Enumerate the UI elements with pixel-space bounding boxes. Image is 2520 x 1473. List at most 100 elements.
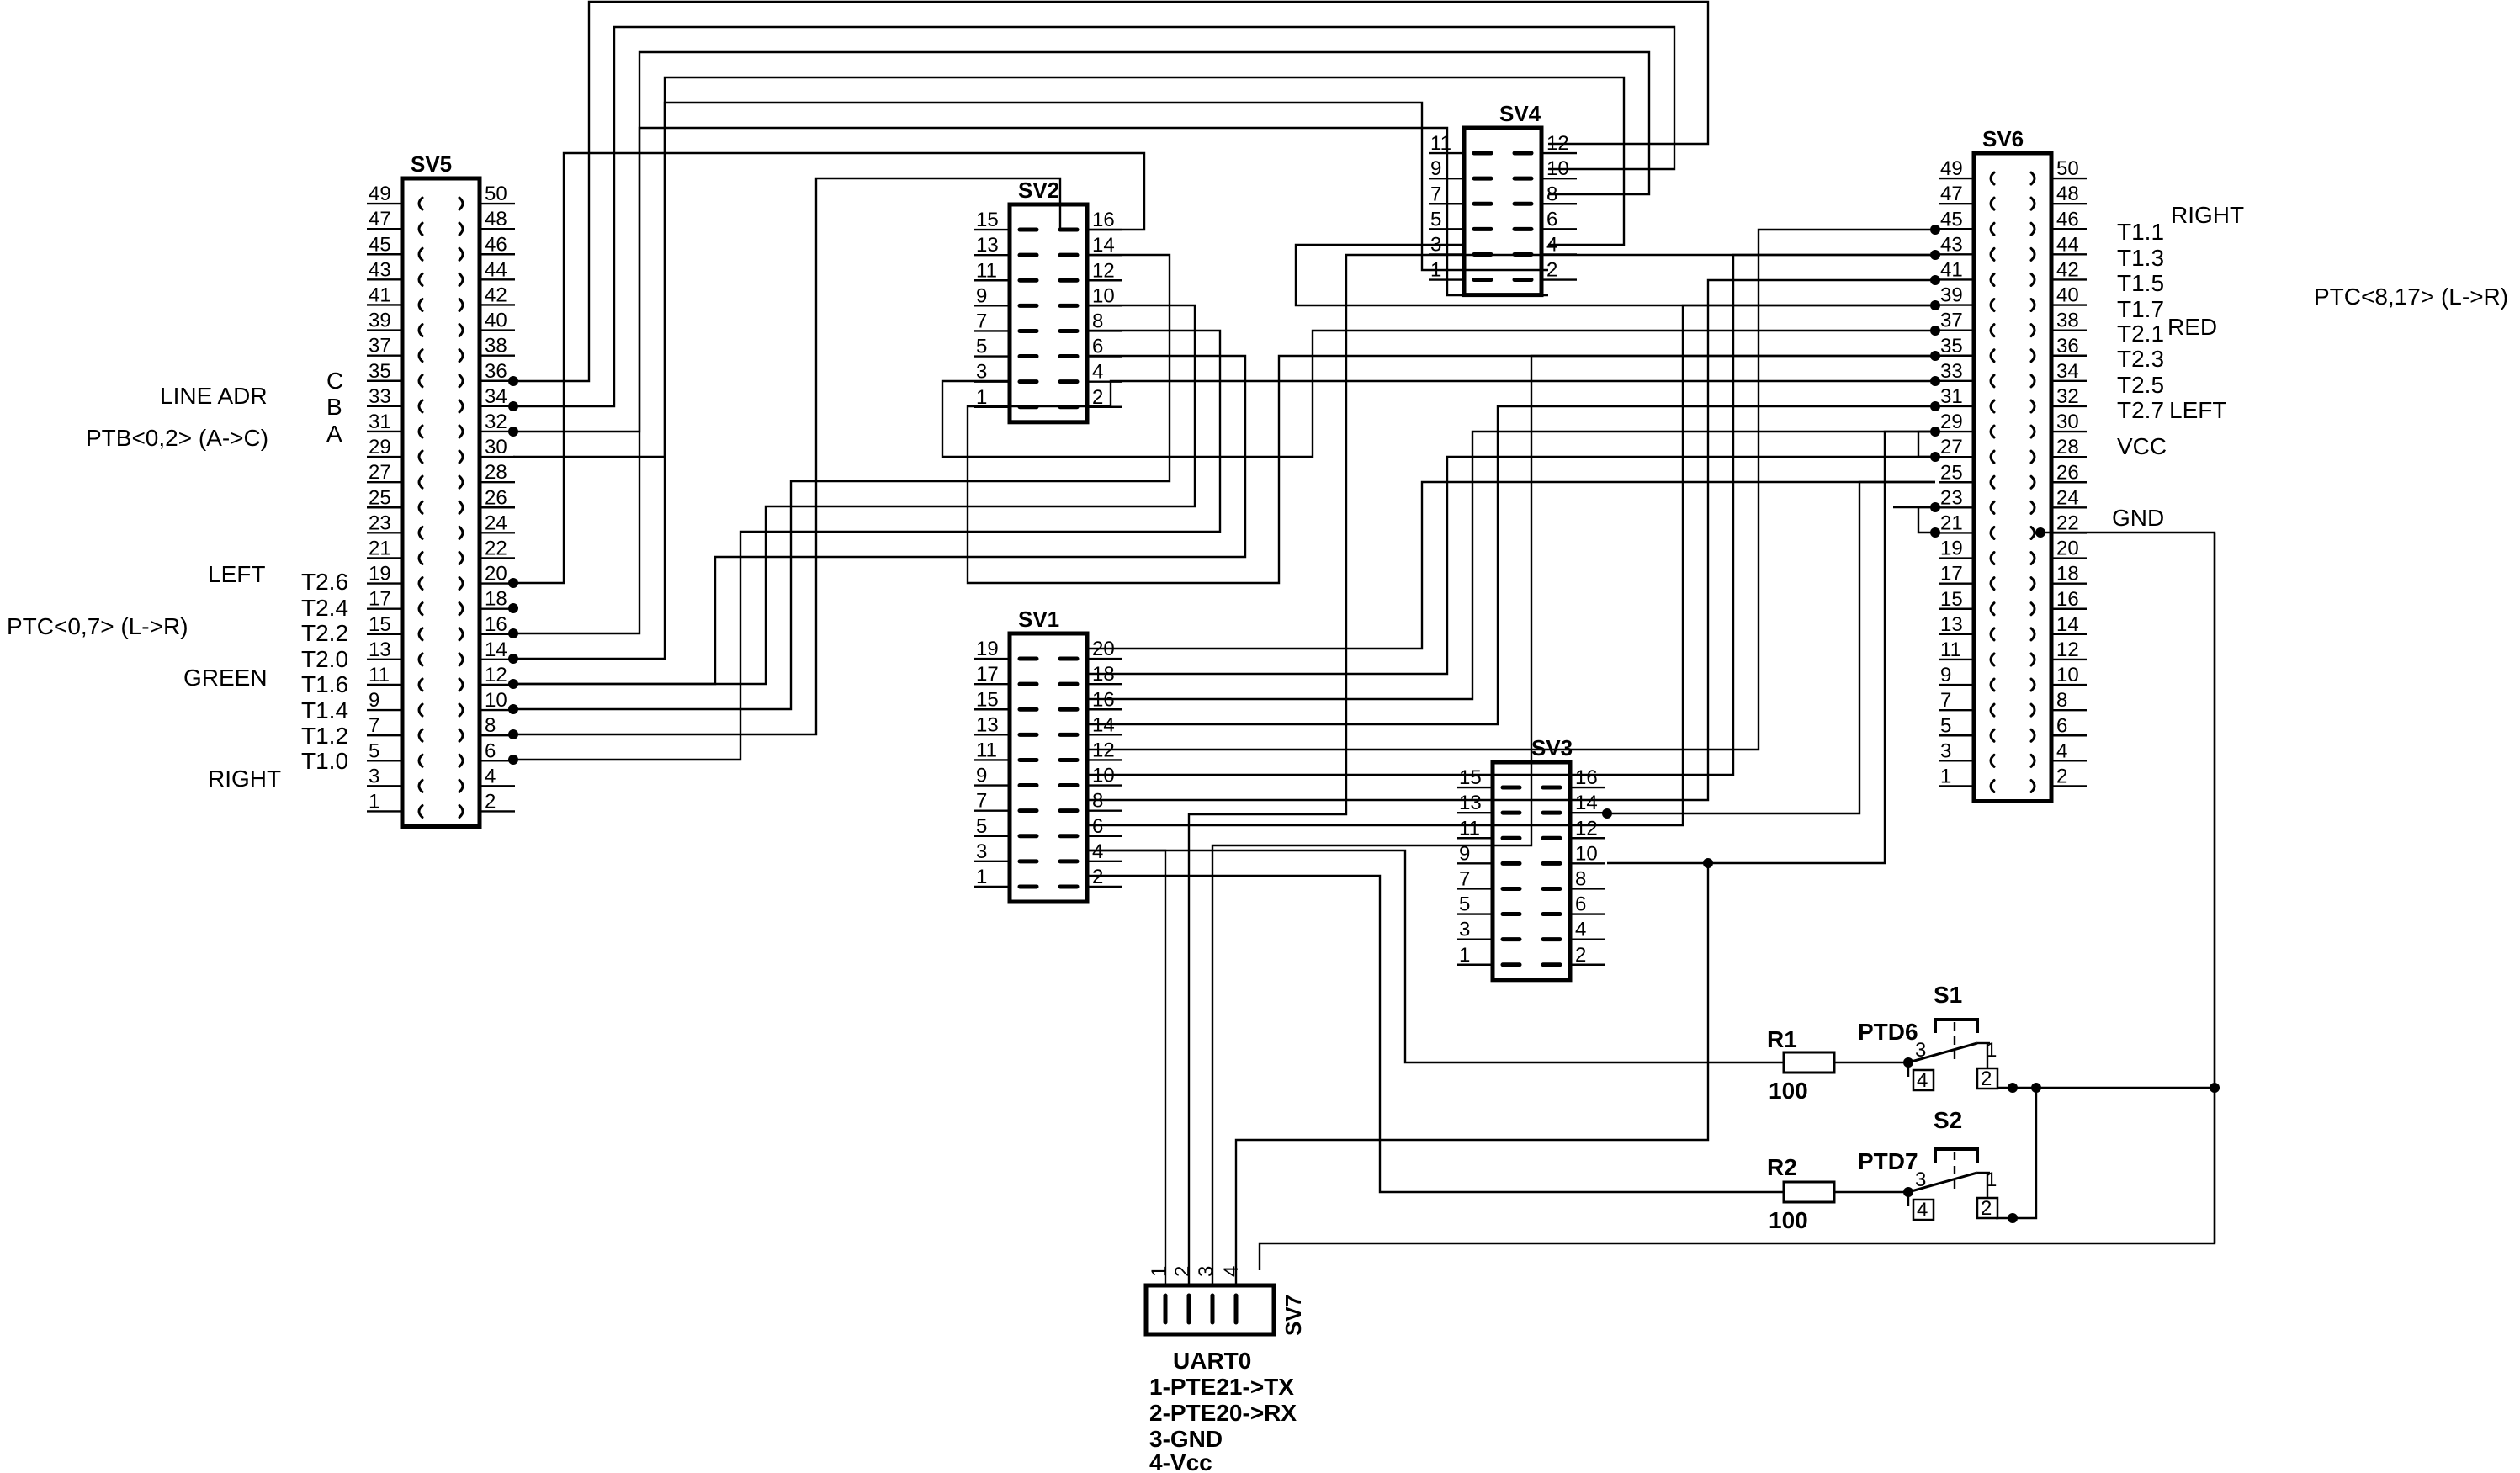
svg-text:6: 6 [1092,336,1103,358]
junction-dot [508,427,518,437]
wire [1917,430,1935,458]
uart-line3: 3-GND [1149,1426,1223,1452]
junction-dot [2210,1083,2220,1093]
s2-label: S2 [1934,1107,1962,1133]
wire [1085,849,1167,1270]
svg-text:22: 22 [2056,511,2079,534]
junction-dot [2031,1083,2041,1093]
svg-text:42: 42 [485,283,507,306]
svg-text:1: 1 [1986,1168,1997,1191]
resistor-r1 [1782,1051,1836,1074]
r2-value: 100 [1769,1207,1808,1233]
svg-text:8: 8 [1092,310,1103,332]
svg-text:15: 15 [976,688,999,711]
svg-text:45: 45 [1940,208,1963,230]
svg-text:6: 6 [2056,714,2067,737]
wire [513,101,1548,660]
svg-text:7: 7 [976,310,987,332]
label-ptc817: PTC<8,17> (L->R) [2314,283,2508,310]
wire [513,304,1196,686]
svg-text:31: 31 [1940,385,1963,408]
svg-text:14: 14 [1092,234,1115,257]
label-gnd: GND [2112,505,2164,531]
svg-text:19: 19 [369,563,391,585]
svg-text:32: 32 [485,411,507,433]
svg-text:10: 10 [2056,664,2079,686]
switch-s1: S1 PTD6 3 1 4 2 [1858,982,1999,1092]
svg-text:2: 2 [1092,866,1103,888]
junction-dot [508,401,518,411]
svg-text:24: 24 [485,511,507,534]
junction-dot [508,603,518,613]
svg-text:10: 10 [1575,842,1598,865]
r1-value: 100 [1769,1078,1808,1104]
svg-text:10: 10 [485,689,507,712]
junction-dot [1703,858,1713,868]
label-t24: T2.4 [301,595,348,621]
label-t15: T1.5 [2117,270,2164,296]
label-t17: T1.7 [2117,296,2164,322]
net-labels: LINE ADR PTB<0,2> (A->C) C B A LEFT PTC<… [7,202,2508,792]
wire [1085,874,1784,1194]
svg-text:41: 41 [1940,258,1963,281]
junction-dot [1930,300,1940,310]
resistor-r2 [1782,1180,1836,1204]
svg-text:8: 8 [1575,867,1586,890]
wire [966,354,1935,585]
svg-text:1: 1 [1148,1266,1170,1277]
svg-text:11: 11 [976,739,997,761]
svg-text:15: 15 [369,613,391,636]
svg-text:3: 3 [1915,1039,1926,1062]
svg-text:16: 16 [1575,766,1598,789]
svg-text:42: 42 [2056,258,2079,281]
svg-text:1: 1 [976,866,987,888]
wire [1294,243,1935,307]
label-ptb: PTB<0,2> (A->C) [86,425,268,451]
svg-text:15: 15 [1940,588,1963,611]
svg-text:14: 14 [485,638,507,661]
svg-text:2: 2 [1092,386,1103,409]
svg-text:4: 4 [1917,1199,1928,1221]
svg-text:3: 3 [1915,1168,1926,1191]
sv7-name: SV7 [1281,1295,1306,1336]
wire [1085,405,1935,726]
svg-text:3: 3 [369,765,379,787]
svg-text:5: 5 [976,336,987,358]
svg-text:37: 37 [369,335,391,358]
label-t23: T2.3 [2117,346,2164,372]
label-right: RIGHT [208,766,281,792]
svg-text:12: 12 [485,664,507,686]
svg-text:3: 3 [1940,739,1951,762]
svg-text:30: 30 [485,436,507,458]
svg-text:44: 44 [485,258,507,281]
svg-text:12: 12 [1575,817,1598,840]
svg-text:8: 8 [485,714,496,737]
wire [1996,1088,2038,1220]
junction-dot [1930,452,1940,462]
svg-text:32: 32 [2056,385,2079,408]
sv1-name: SV1 [1018,607,1059,632]
sv6-name: SV6 [1982,126,2024,151]
uart-title: UART0 [1173,1348,1251,1374]
sv2-name: SV2 [1018,178,1059,203]
wire [513,126,1548,635]
svg-text:7: 7 [1430,183,1441,205]
svg-text:5: 5 [976,815,987,838]
svg-text:1: 1 [1940,765,1951,787]
svg-text:2: 2 [2056,765,2067,787]
svg-text:6: 6 [1546,208,1557,230]
wire [513,177,1062,736]
label-t25: T2.5 [2117,372,2164,398]
svg-text:4: 4 [1092,840,1103,863]
svg-text:13: 13 [976,713,999,736]
svg-text:5: 5 [1940,714,1951,737]
svg-text:5: 5 [1459,893,1470,916]
svg-text:4: 4 [2056,739,2067,762]
wire [1211,354,1935,1270]
svg-text:11: 11 [1940,638,1961,661]
label-t14: T1.4 [301,697,348,723]
junction-dot [1930,401,1940,411]
wire [1085,253,1935,776]
